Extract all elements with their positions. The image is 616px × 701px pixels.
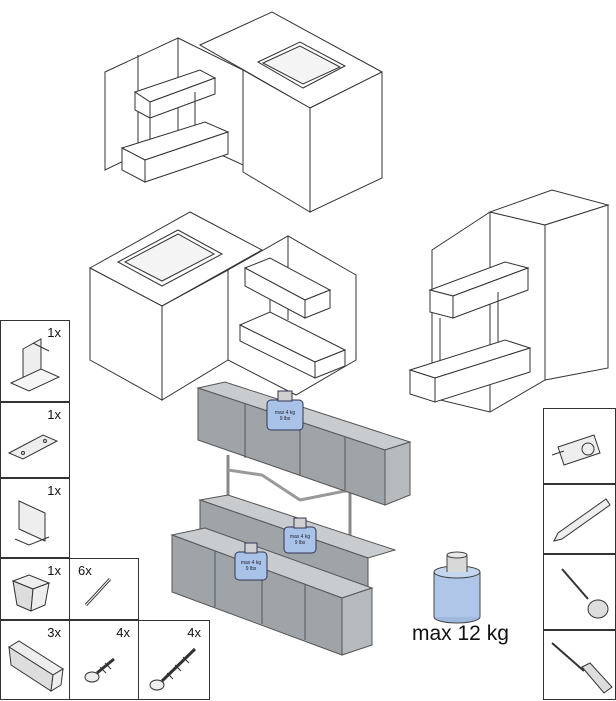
long-screw-icon (149, 647, 197, 691)
part-qty: 3x (47, 625, 61, 640)
phillips-screwdriver-icon (551, 642, 613, 694)
part-cell-screw-short: 4x (69, 620, 139, 700)
cabinet-middle-open-unit (227, 235, 357, 396)
part-qty: 4x (116, 625, 130, 640)
part-qty: 1x (47, 483, 61, 498)
flat-screwdriver-icon (561, 568, 609, 619)
tape-measure-icon (551, 434, 601, 466)
cabinet-top-sink-unit (198, 11, 384, 213)
part-qty: 6x (78, 563, 92, 578)
part-qty: 1x (47, 325, 61, 340)
tool-cell-pencil (543, 484, 616, 554)
tool-cell-phillips-screwdriver (543, 630, 616, 700)
mounting-plate-icon (7, 434, 59, 460)
weight-middle-lbs: 9 lbs (294, 540, 306, 546)
part-qty: 1x (47, 407, 61, 422)
top-cabinet-baskets (120, 69, 230, 183)
part-cell-side-bracket: 1x (0, 478, 70, 558)
part-cell-small-basket: 1x (0, 558, 70, 620)
part-cell-mounting-bracket: 1x (0, 320, 70, 402)
weight-top-kg: max 4 kg (274, 410, 296, 416)
pencil-icon (553, 498, 611, 542)
weight-top-label: max 4 kg 9 lbs (267, 410, 303, 422)
small-basket-icon (11, 574, 51, 612)
right-cabinet-baskets (408, 261, 532, 403)
side-bracket-icon (14, 500, 50, 546)
short-screw-icon (84, 657, 115, 683)
weight-bottom (234, 542, 268, 581)
weight-top-lbs: 9 lbs (279, 416, 291, 422)
weight-bottom-label: max 4 kg 9 lbs (235, 560, 267, 572)
part-cell-mounting-plate: 1x (0, 402, 70, 478)
part-qty: 1x (47, 563, 61, 578)
weight-middle (283, 517, 317, 554)
part-cell-long-basket: 3x (0, 620, 70, 700)
part-cell-screw-long: 4x (138, 620, 210, 700)
weight-top (266, 390, 304, 431)
part-qty: 4x (187, 625, 201, 640)
max-load-weight-icon (433, 551, 481, 624)
max-load-label: max 12 kg (412, 622, 509, 645)
long-basket-icon (8, 640, 64, 692)
tool-cell-tape-measure (543, 408, 616, 484)
part-cell-rod: 6x (69, 558, 139, 620)
weight-bottom-kg: max 4 kg (240, 560, 262, 566)
weight-middle-kg: max 4 kg (289, 534, 311, 540)
weight-bottom-lbs: 9 lbs (245, 566, 257, 572)
middle-cabinet-baskets (238, 257, 347, 379)
tool-cell-flat-screwdriver (543, 554, 616, 630)
rod-icon (84, 577, 112, 607)
weight-middle-label: max 4 kg 9 lbs (284, 534, 316, 546)
mounting-bracket-icon (9, 338, 61, 392)
